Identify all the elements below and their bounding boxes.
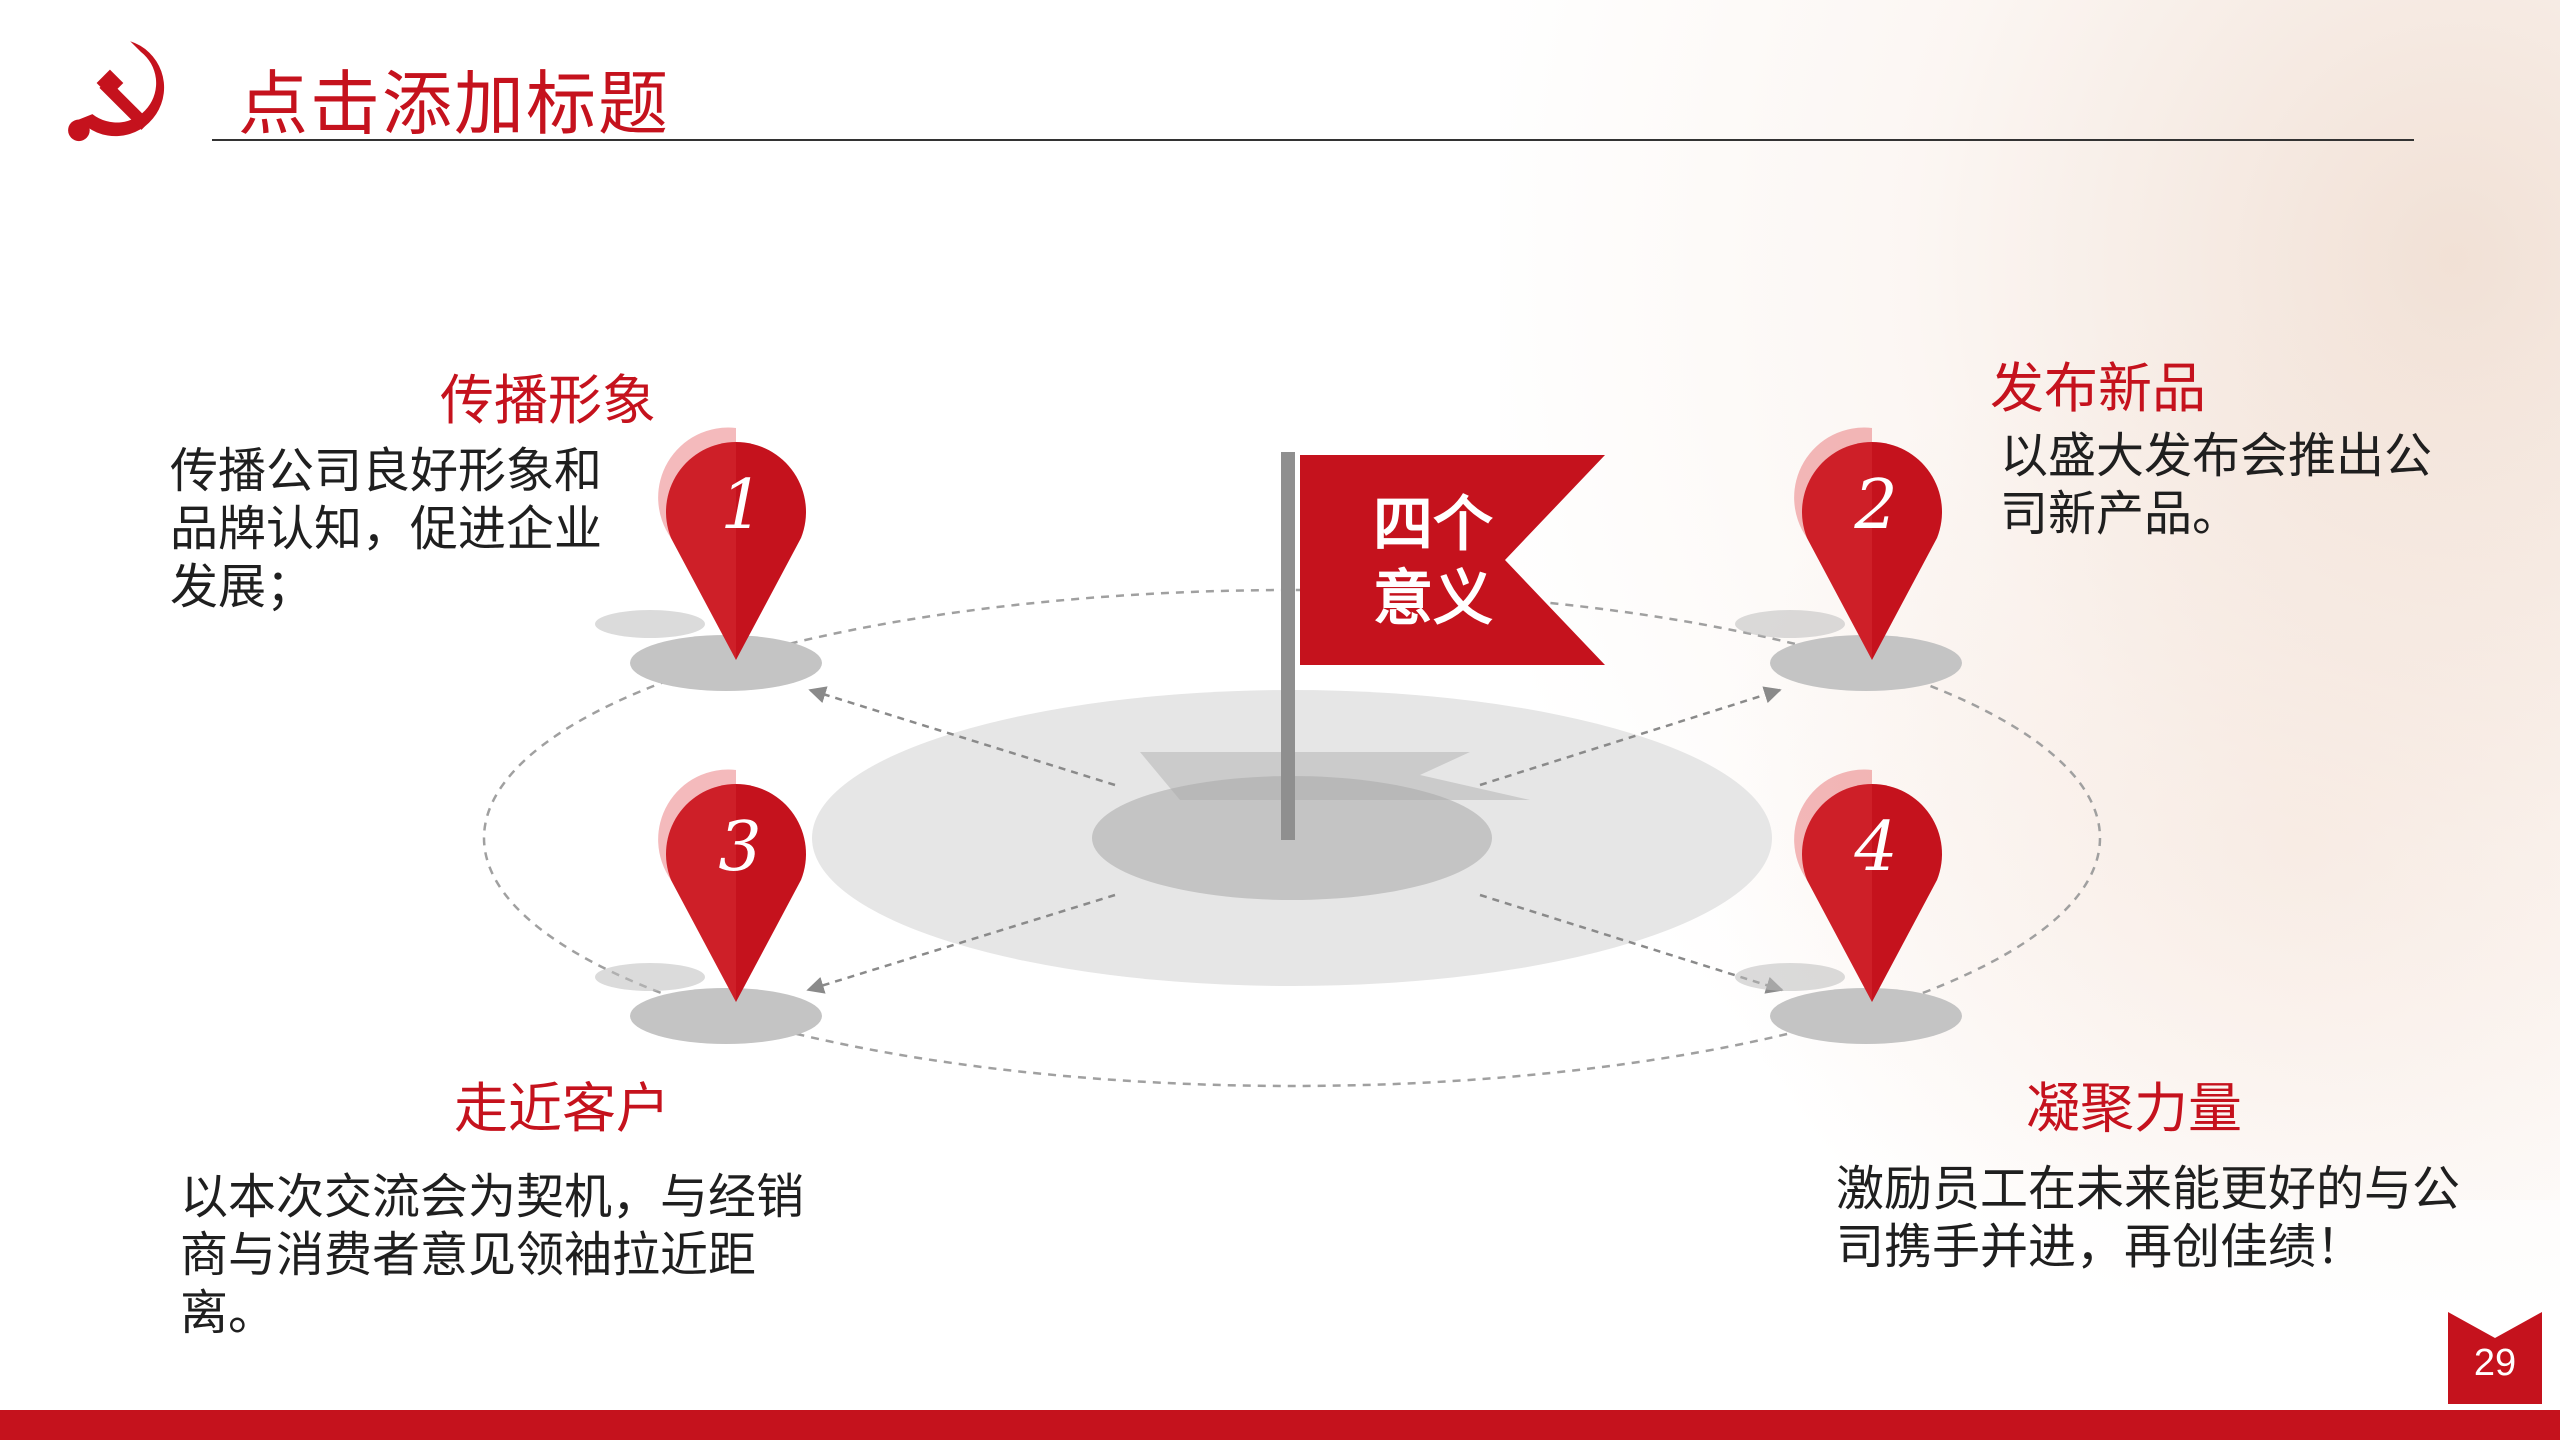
- item-2-description: 以盛大发布会推出公 司新产品。: [2000, 427, 2432, 543]
- item-2-heading: 发布新品: [1990, 357, 2206, 420]
- arrow-to-3: [806, 893, 1116, 994]
- map-pin-icon: [658, 427, 806, 660]
- orbit-ring: [482, 588, 2102, 1088]
- marker-2-number: 2: [1853, 466, 1897, 545]
- item-4-heading: 凝聚力量: [2026, 1077, 2242, 1140]
- item-3-heading: 走近客户: [454, 1077, 670, 1140]
- item-3-desc-line: 商与消费者意见领袖拉近距: [180, 1227, 757, 1283]
- item-4-desc-line: 激励员工在未来能更好的与公: [1836, 1161, 2461, 1217]
- arrow-to-1: [808, 686, 1116, 787]
- bottom-bar: [0, 1410, 2560, 1440]
- arrow-to-2: [1479, 686, 1782, 787]
- item-2-desc-line: 司新产品。: [2000, 486, 2241, 542]
- marker-3-number: 3: [718, 808, 761, 887]
- marker-1-base: [630, 635, 822, 691]
- item-1-heading: 传播形象: [440, 369, 656, 432]
- item-4-description: 激励员工在未来能更好的与公 司携手并进，再创佳绩！: [1836, 1160, 2460, 1276]
- item-1-description: 传播公司良好形象和 品牌认知，促进企业 发展；: [170, 442, 602, 616]
- flag-shadow: [1140, 752, 1530, 800]
- item-4-desc-line: 司携手并进，再创佳绩！: [1836, 1219, 2365, 1275]
- arrow-to-4: [1479, 893, 1784, 994]
- title-divider: [212, 139, 2414, 141]
- item-1-desc-line: 品牌认知，促进企业: [170, 501, 603, 557]
- flag-label-line-1: 四个: [1373, 490, 1493, 560]
- flag-label: 四个 意义: [1348, 488, 1518, 636]
- item-3-desc-line: 离。: [180, 1285, 277, 1341]
- item-2-desc-line: 以盛大发布会推出公: [2000, 428, 2433, 484]
- page-number: 29: [2473, 1342, 2517, 1384]
- page-title: 点击添加标题: [238, 63, 670, 145]
- marker-4-base: [1770, 988, 1962, 1044]
- map-pin-icon: [1794, 427, 1942, 660]
- marker-4-number: 4: [1853, 808, 1897, 887]
- item-1-desc-line: 发展；: [170, 559, 315, 615]
- item-1-desc-line: 传播公司良好形象和: [170, 443, 603, 499]
- page-badge-shape: [2448, 1312, 2542, 1404]
- hammer-sickle-icon: [68, 41, 165, 142]
- item-3-description: 以本次交流会为契机，与经销 商与消费者意见领袖拉近距 离。: [180, 1168, 804, 1342]
- page-number-badge: 29: [2448, 1312, 2542, 1404]
- background-wash: [1500, 0, 2560, 1300]
- map-pin-icon: [1794, 769, 1942, 1002]
- marker-2-base: [1770, 635, 1962, 691]
- item-3-desc-line: 以本次交流会为契机，与经销: [180, 1169, 805, 1225]
- flag-pole: [1281, 452, 1295, 840]
- flag-label-line-2: 意义: [1373, 564, 1493, 634]
- flag-icon: [1300, 455, 1605, 665]
- marker-3-base: [630, 988, 822, 1044]
- map-pin-icon: [658, 769, 806, 1002]
- marker-1-number: 1: [720, 466, 763, 545]
